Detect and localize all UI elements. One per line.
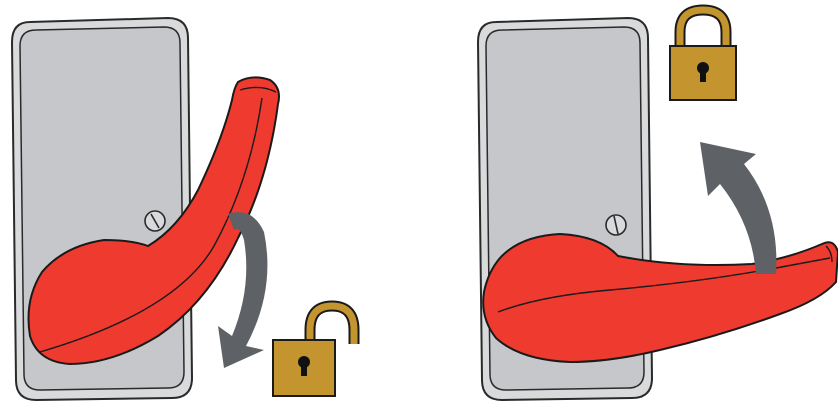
- screw-left: [145, 211, 165, 231]
- panel-unlocked: [12, 18, 354, 400]
- padlock-closed-icon: [670, 10, 736, 100]
- panel-locked: [478, 10, 838, 400]
- curved-arrow-up-icon: [700, 142, 776, 274]
- screw-right: [606, 215, 626, 235]
- lever-handle-right: [483, 234, 838, 362]
- padlock-open-icon: [273, 306, 354, 396]
